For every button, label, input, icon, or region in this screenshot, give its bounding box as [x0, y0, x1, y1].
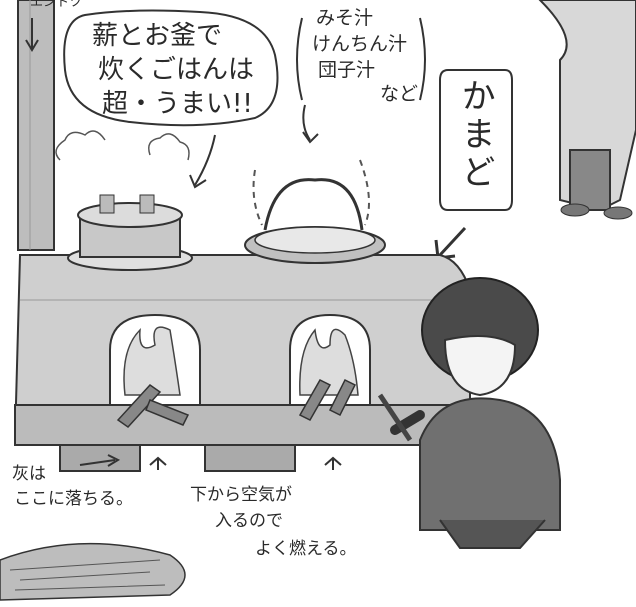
soup-line-1: みそ汁	[316, 7, 374, 29]
bubble-line-3: 超・うまい!!	[102, 89, 253, 119]
speech-bubble	[63, 9, 279, 127]
straw-pile-icon	[0, 542, 186, 601]
soup-line-3: 団子汁	[318, 59, 376, 81]
bubble-line-1: 薪とお釜で	[92, 21, 223, 51]
air-line-1: 下から空気が	[190, 485, 292, 505]
person-partial-icon	[538, 0, 636, 220]
soup-line-4: など	[380, 83, 419, 105]
bubble-line-2: 炊くごはんは	[98, 55, 255, 85]
firewood-icon	[116, 378, 357, 428]
ash-line-1: 灰は	[12, 464, 46, 484]
chimney-label: エントツ	[30, 0, 83, 10]
soup-line-2: けんちん汁	[312, 33, 408, 55]
kamado-label: かまど	[455, 78, 496, 192]
air-line-2: 入るので	[215, 511, 283, 531]
fire-icon	[123, 326, 359, 396]
kamado-stove-icon	[13, 254, 476, 472]
girl-figure-icon	[377, 277, 561, 549]
air-line-3: よく燃える。	[255, 539, 357, 559]
chimney-icon	[17, 0, 55, 251]
ash-line-2: ここに落ちる。	[14, 489, 133, 509]
soup-pot-icon	[244, 159, 386, 264]
rice-pot-icon	[55, 130, 193, 271]
